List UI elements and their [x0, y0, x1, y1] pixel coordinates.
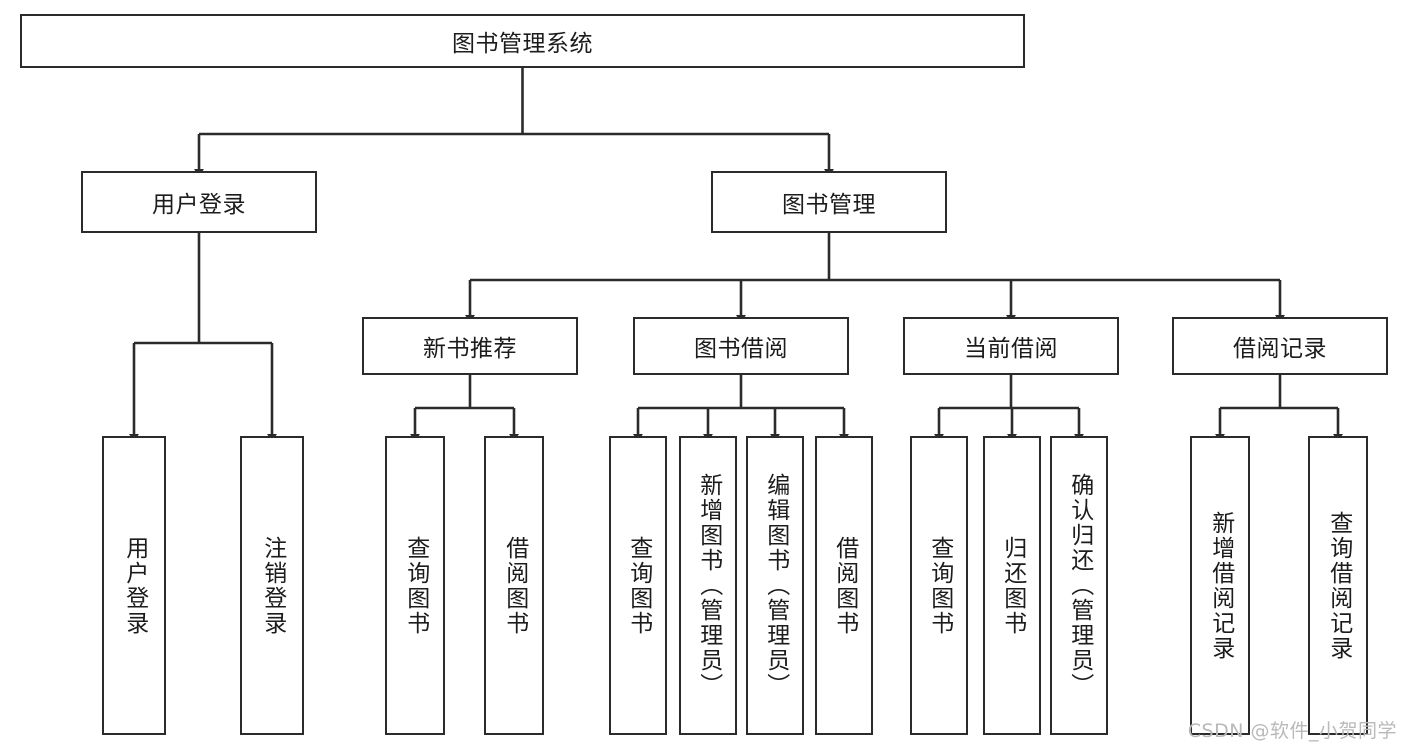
node-label: 查询图书 — [926, 535, 953, 636]
node-label: 当前借阅 — [964, 336, 1058, 362]
node-book-borrow[interactable]: 图书借阅 — [633, 317, 849, 375]
node-label: 注销登录 — [259, 535, 286, 636]
csdn-watermark: CSDN @软件_小贺同学 — [1187, 720, 1397, 742]
node-label: 新增图书（管理员） — [695, 473, 722, 698]
node-label: 用户登录 — [152, 192, 246, 218]
node-label: 图书借阅 — [694, 336, 788, 362]
node-label: 借阅图书 — [831, 535, 858, 636]
node-root[interactable]: 图书管理系统 — [20, 14, 1025, 68]
node-label: 编辑图书（管理员） — [762, 473, 789, 698]
node-label: 用户登录 — [121, 535, 148, 636]
node-leaf-query-book-2[interactable]: 查询图书 — [609, 436, 667, 735]
node-leaf-add-record[interactable]: 新增借阅记录 — [1190, 436, 1250, 735]
node-leaf-confirm-return[interactable]: 确认归还（管理员） — [1050, 436, 1108, 735]
node-label: 借阅图书 — [501, 535, 528, 636]
node-label: 确认归还（管理员） — [1066, 473, 1093, 698]
node-leaf-query-record[interactable]: 查询借阅记录 — [1308, 436, 1368, 735]
node-current-borrow[interactable]: 当前借阅 — [903, 317, 1119, 375]
node-user-login[interactable]: 用户登录 — [81, 171, 317, 233]
node-label: 新书推荐 — [423, 336, 517, 362]
node-label: 查询图书 — [402, 535, 429, 636]
node-borrow-record[interactable]: 借阅记录 — [1172, 317, 1388, 375]
node-leaf-borrow-book-2[interactable]: 借阅图书 — [815, 436, 873, 735]
node-label: 归还图书 — [999, 535, 1026, 636]
node-label: 图书管理系统 — [452, 31, 593, 57]
node-leaf-borrow-book-1[interactable]: 借阅图书 — [484, 436, 544, 735]
node-leaf-query-book-1[interactable]: 查询图书 — [385, 436, 445, 735]
node-leaf-user-login[interactable]: 用户登录 — [102, 436, 166, 735]
node-leaf-add-book[interactable]: 新增图书（管理员） — [679, 436, 737, 735]
node-leaf-query-book-3[interactable]: 查询图书 — [910, 436, 968, 735]
node-label: 图书管理 — [782, 192, 876, 218]
node-label: 查询借阅记录 — [1325, 510, 1352, 661]
node-leaf-user-logout[interactable]: 注销登录 — [240, 436, 304, 735]
node-new-book-rec[interactable]: 新书推荐 — [362, 317, 578, 375]
node-leaf-return-book[interactable]: 归还图书 — [983, 436, 1041, 735]
node-leaf-edit-book[interactable]: 编辑图书（管理员） — [746, 436, 804, 735]
node-label: 新增借阅记录 — [1207, 510, 1234, 661]
node-label: 借阅记录 — [1233, 336, 1327, 362]
node-label: 查询图书 — [625, 535, 652, 636]
node-book-manage[interactable]: 图书管理 — [711, 171, 947, 233]
